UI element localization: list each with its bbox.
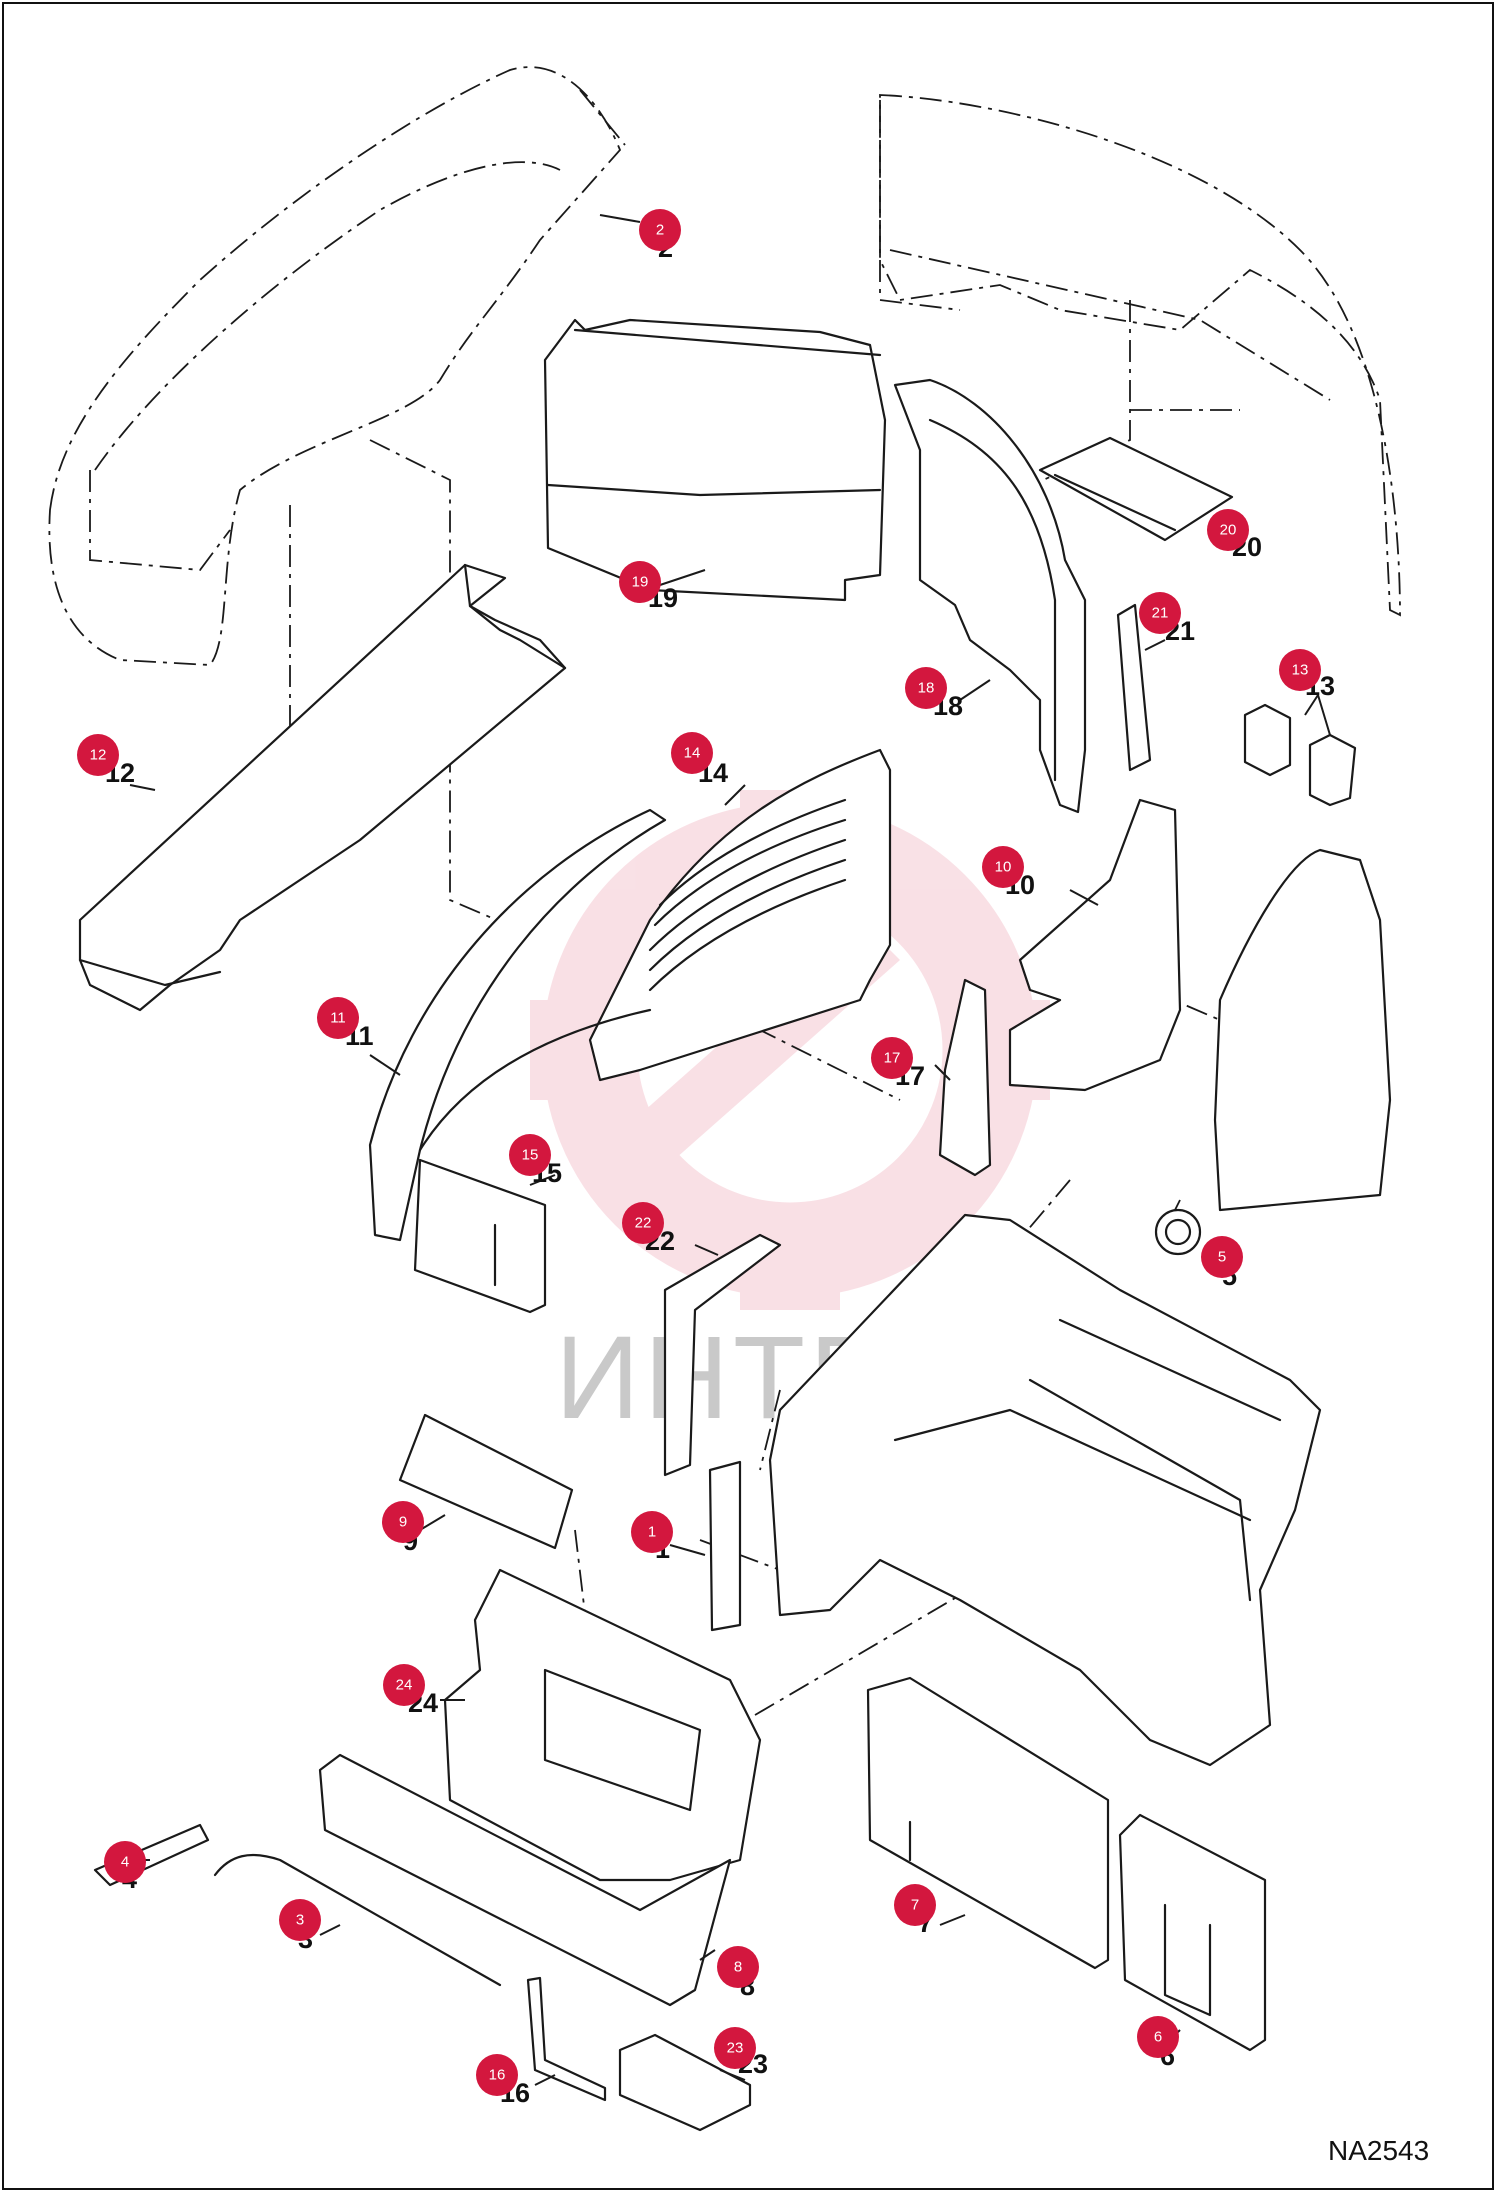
- part-13-block-b: [1308, 733, 1357, 807]
- svg-text:22: 22: [635, 1215, 652, 1232]
- callout-7: 7 7: [894, 1884, 936, 1938]
- callout-21: 21 21: [1139, 592, 1195, 646]
- callout-8: 8 8: [717, 1946, 759, 2001]
- svg-text:7: 7: [911, 1897, 919, 1914]
- part-7-side-pad: [866, 1676, 1110, 1970]
- svg-text:21: 21: [1152, 605, 1169, 622]
- part-1-strip: [708, 1460, 742, 1632]
- callout-18: 18 18: [905, 667, 963, 721]
- callout-10: 10 10: [982, 846, 1035, 900]
- svg-text:24: 24: [396, 1677, 413, 1694]
- callout-2: 2 2: [639, 209, 681, 263]
- svg-text:10: 10: [995, 859, 1012, 876]
- svg-text:12: 12: [90, 747, 107, 764]
- svg-text:3: 3: [296, 1912, 304, 1929]
- svg-text:1: 1: [648, 1524, 656, 1541]
- svg-text:11: 11: [330, 1010, 346, 1027]
- part-16-angle: [526, 1976, 607, 2102]
- svg-text:16: 16: [489, 2067, 506, 2084]
- part-23-channel: [618, 2033, 752, 2132]
- callout-23: 23 23: [714, 2027, 768, 2079]
- part-15-liner: [413, 1158, 547, 1314]
- svg-text:14: 14: [684, 745, 701, 762]
- part-17-strip: [938, 978, 992, 1177]
- svg-text:13: 13: [1292, 662, 1309, 679]
- part-22-pillar-pad: [663, 1233, 782, 1477]
- svg-text:2: 2: [656, 222, 664, 239]
- callout-19: 19 19: [619, 561, 678, 613]
- callout-20: 20 20: [1207, 509, 1262, 562]
- part-8-kick-panel: [318, 1753, 732, 2007]
- svg-text:5: 5: [1218, 1249, 1226, 1266]
- callout-11: 11 11: [317, 997, 374, 1051]
- callout-4: 4 4: [104, 1841, 146, 1894]
- part-13-block-a: [1243, 703, 1292, 777]
- callout-13: 13 13: [1279, 649, 1335, 701]
- part-door-side-panel: [1213, 848, 1392, 1212]
- part-3-rod: [213, 1853, 502, 1987]
- part-6-side-pad: [1118, 1813, 1267, 2052]
- drawing-code-label: NA2543: [1328, 2135, 1430, 2166]
- callout-5: 5 5: [1201, 1236, 1243, 1291]
- part-14-louvre-panel: [588, 748, 892, 1082]
- svg-text:23: 23: [727, 2040, 744, 2057]
- part-cab-roof-cover: [48, 66, 622, 666]
- svg-text:8: 8: [734, 1959, 742, 1976]
- callout-3: 3 3: [279, 1899, 321, 1954]
- callout-leaders: [129, 214, 1331, 2086]
- callout-1: 1 1: [631, 1511, 673, 1564]
- svg-text:9: 9: [399, 1514, 407, 1531]
- callout-14: 14 14: [671, 732, 728, 788]
- callout-16: 16 16: [476, 2054, 530, 2108]
- part-20-roof-strip: [1038, 436, 1234, 542]
- part-11-wheel-arch: [368, 808, 667, 1242]
- part-cab-rear-shell: [879, 94, 1401, 617]
- part-cab-frame: [768, 1213, 1322, 1767]
- part-18-side-panel: [893, 378, 1087, 814]
- svg-text:17: 17: [884, 1050, 901, 1067]
- part-10-console-pad: [1008, 798, 1182, 1092]
- callout-9: 9 9: [382, 1501, 424, 1556]
- callout-12: 12 12: [77, 734, 135, 788]
- part-9-floor-pad: [398, 1413, 574, 1550]
- svg-text:19: 19: [632, 574, 649, 591]
- svg-text:15: 15: [522, 1147, 539, 1164]
- callout-22: 22 22: [622, 1202, 675, 1256]
- svg-text:4: 4: [121, 1854, 129, 1871]
- part-19-rear-panel: [543, 318, 887, 602]
- svg-text:20: 20: [1220, 522, 1237, 539]
- svg-text:18: 18: [918, 680, 935, 697]
- svg-text:6: 6: [1154, 2029, 1162, 2046]
- part-12-floor-mat: [78, 563, 567, 1012]
- part-24-seat-base: [443, 1568, 762, 1882]
- callout-24: 24 24: [383, 1664, 438, 1718]
- callout-17: 17 17: [871, 1037, 925, 1091]
- louvre-slots: [648, 798, 847, 992]
- grommet-5: [1154, 1208, 1202, 1256]
- callout-6: 6 6: [1137, 2016, 1179, 2071]
- callout-15: 15 15: [509, 1134, 562, 1188]
- part-21-plate: [1116, 603, 1152, 772]
